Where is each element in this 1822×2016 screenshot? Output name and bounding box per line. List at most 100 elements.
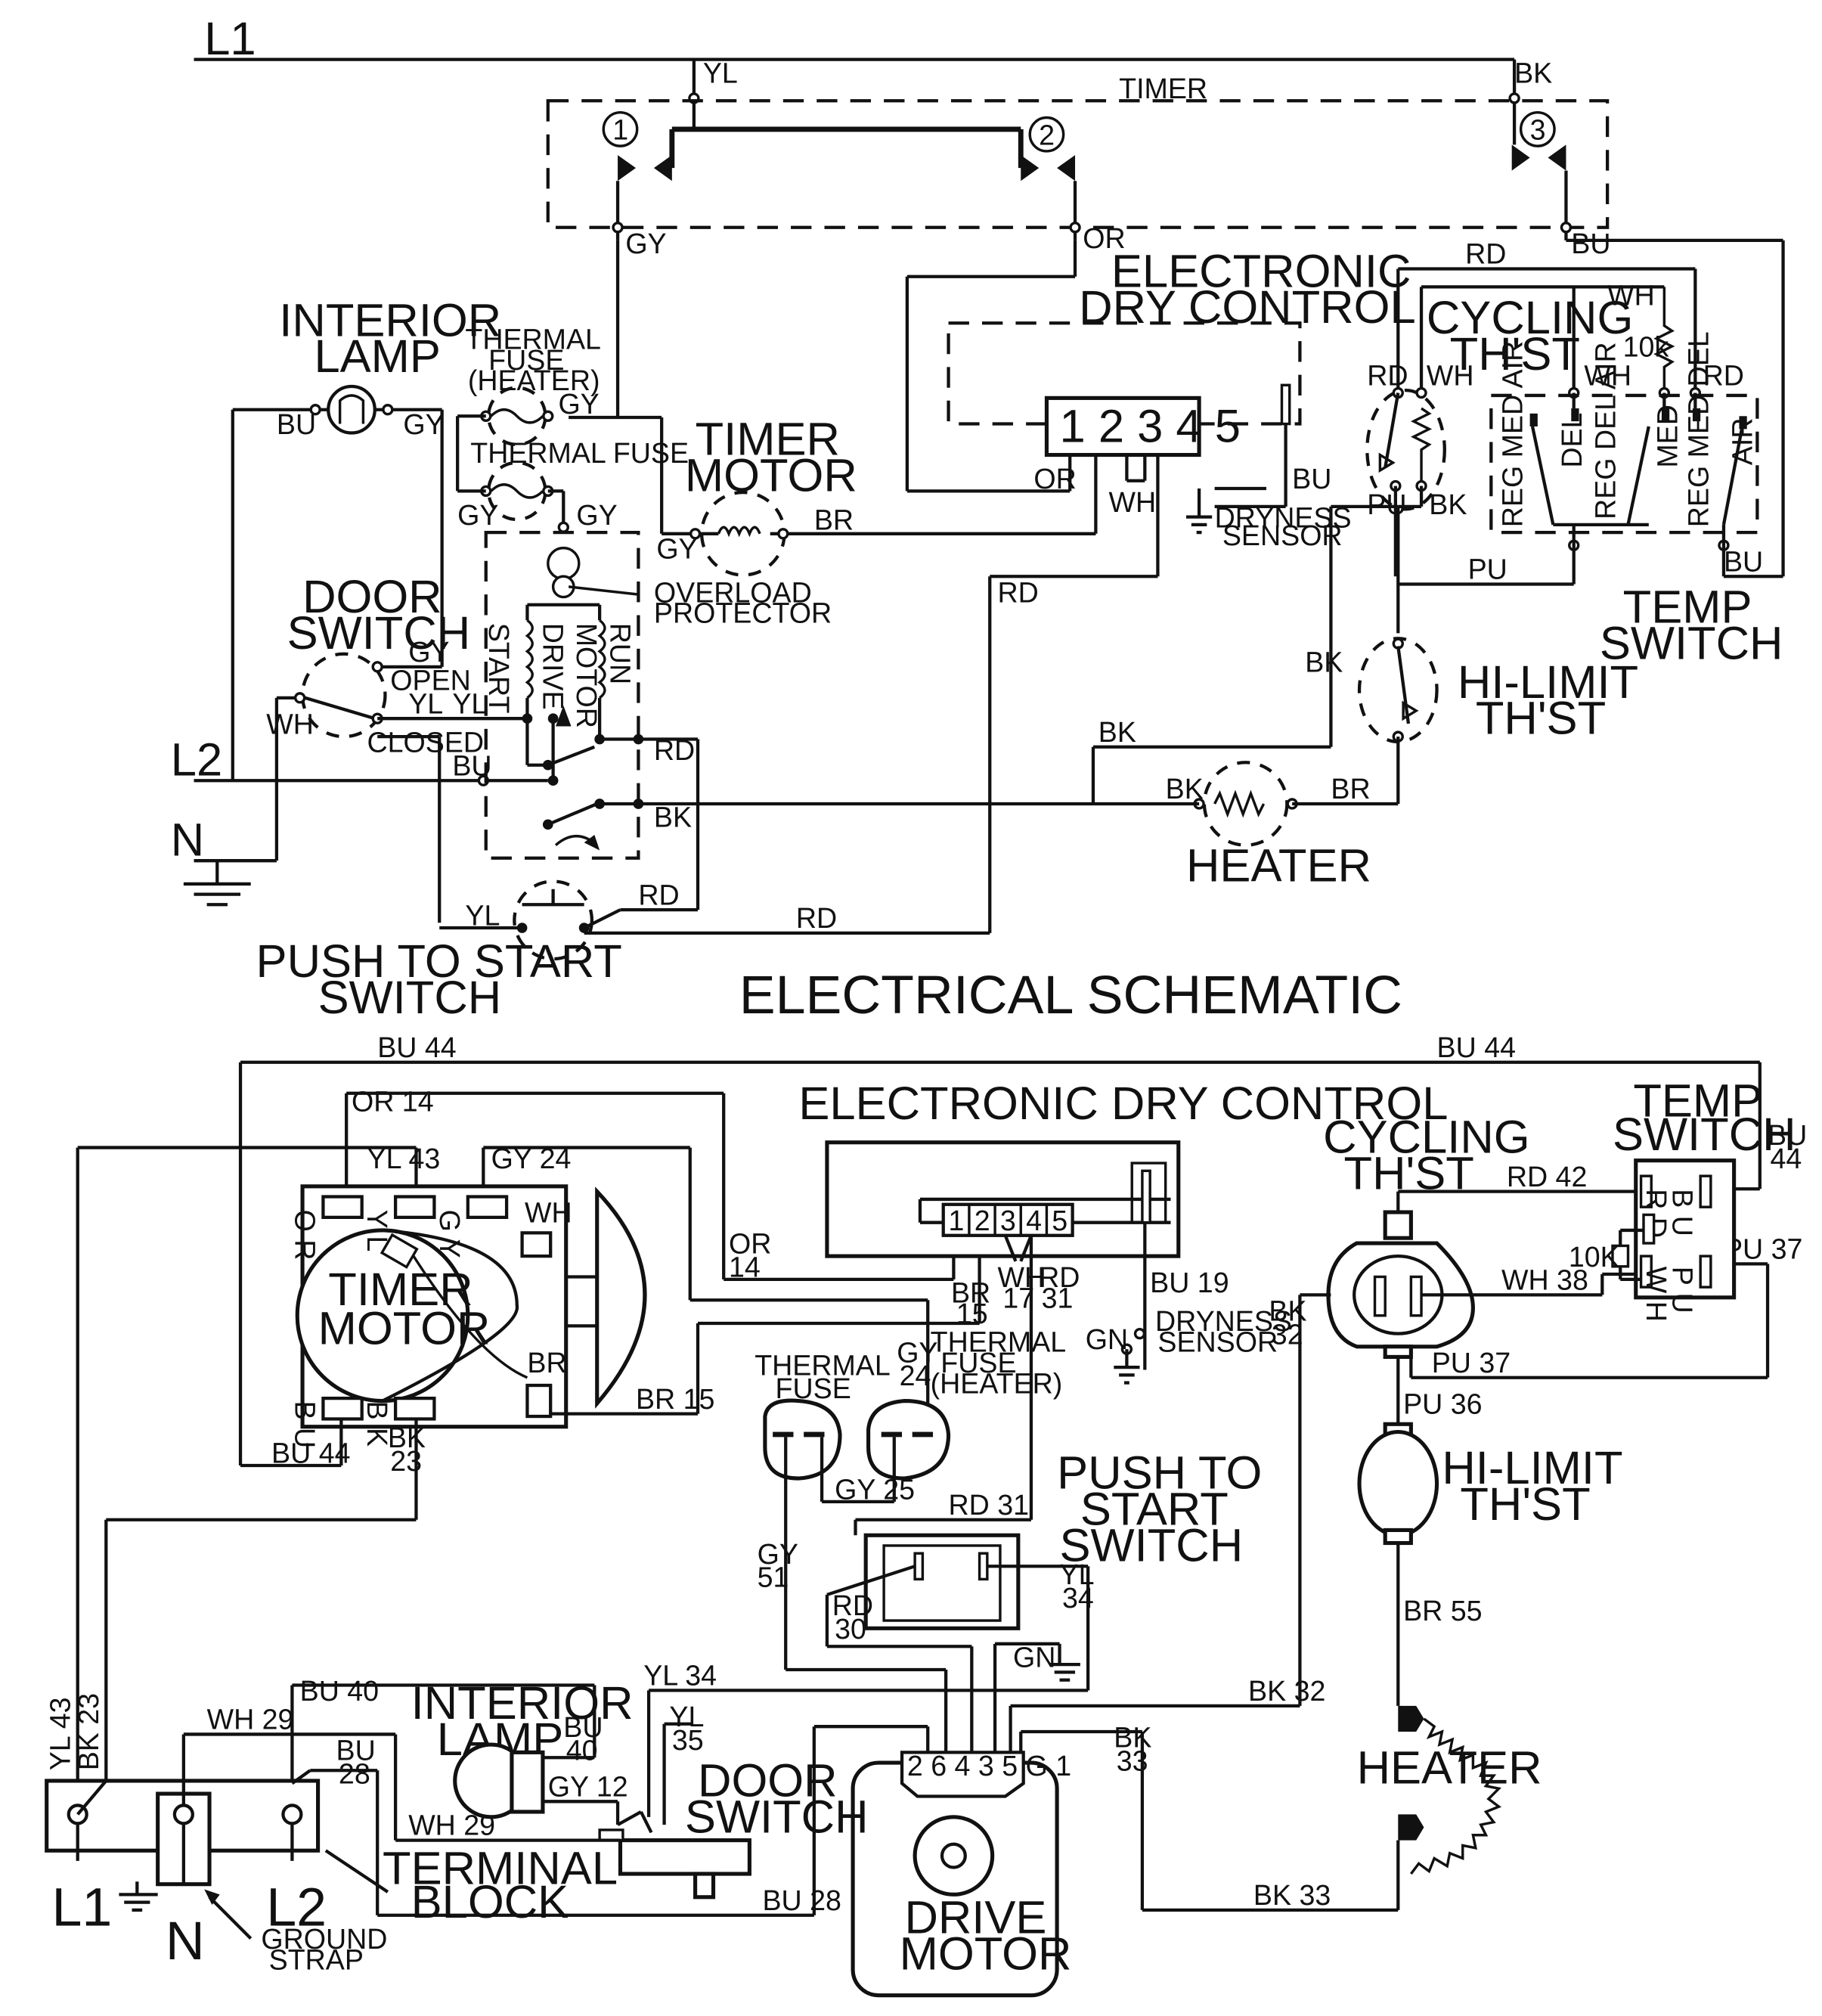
wire-or-edc: OR <box>1033 463 1076 495</box>
timer-contact-1 <box>602 110 639 147</box>
push-to-start-label-1: PUSH TO START <box>256 935 622 988</box>
svg-text:W H: W H <box>1641 1267 1672 1322</box>
n-label: N <box>171 814 204 866</box>
wire-br-heater: BR <box>1331 773 1370 805</box>
wire-rd31-s1: RD <box>1039 1261 1080 1293</box>
push-to-start-switch <box>513 879 594 961</box>
svg-text:1: 1 <box>949 1205 965 1236</box>
wire-pu37-b: PU 37 <box>1724 1233 1802 1265</box>
edc-label-2: DRY CONTROL <box>1079 281 1416 333</box>
tm-terminal-bu <box>321 1396 364 1421</box>
temp-switch-label-1: TEMP <box>1623 582 1752 634</box>
svg-text:2: 2 <box>975 1205 990 1236</box>
thermal-fuse-heater-label-1: THERMAL <box>465 323 601 355</box>
interior-lamp-label-2: LAMP <box>314 330 441 383</box>
wiring-tfh-label-3: (HEATER) <box>931 1367 1063 1399</box>
svg-text:5: 5 <box>1052 1205 1067 1236</box>
wire-bu44-c1: BU <box>1768 1119 1807 1151</box>
wire-yl34-s1: YL <box>1060 1559 1095 1590</box>
wiring-hl-label-1: HI-LIMIT <box>1442 1442 1622 1494</box>
resistor-10k-label: 10k <box>1623 331 1669 363</box>
wiring-temp-label-1: TEMP <box>1633 1075 1762 1127</box>
wire-gy25: GY 25 <box>835 1473 915 1505</box>
block-l2-label: L2 <box>266 1877 327 1937</box>
wire-or14-s1: OR <box>729 1228 771 1260</box>
temp-pos-air: AIR <box>1727 418 1758 466</box>
tm-terminal-gy <box>466 1195 509 1219</box>
wire-rd31-s2: 31 <box>1042 1282 1074 1314</box>
wire-bk-cyc: BK <box>1429 488 1467 520</box>
cycling-thst <box>1365 388 1446 511</box>
edc-label-1: ELECTRONIC <box>1111 245 1411 297</box>
wire-wh17-s1: WH <box>998 1261 1046 1293</box>
motor-run-label: RUN <box>604 623 636 684</box>
tm-terminal-yl <box>393 1195 436 1219</box>
overload-label-2: PROTECTOR <box>654 597 832 629</box>
wire-bk-hl2: BK <box>1098 716 1136 748</box>
timer-cam <box>595 1186 647 1409</box>
wiring-heater-label: HEATER <box>1357 1742 1542 1794</box>
wire-bk23-v: BK 23 <box>73 1693 104 1770</box>
wire-yl43: YL 43 <box>367 1143 441 1174</box>
wire-gy51-s1: GY <box>758 1538 798 1570</box>
timer-contact-2 <box>1028 116 1065 153</box>
wiring-drive-motor-label-1: DRIVE <box>904 1892 1046 1944</box>
wire-yl-l1: YL <box>703 57 738 88</box>
wiring-door-switch <box>618 1838 751 1876</box>
wire-wh-cyc3: WH <box>1584 359 1631 391</box>
svg-text:BR: BR <box>527 1347 566 1379</box>
wire-yl35-s1: YL <box>669 1701 704 1732</box>
timer-motor-label-2: MOTOR <box>685 449 857 501</box>
temp-pos-reg-med-del: REG MED DEL <box>1682 331 1714 527</box>
hi-limit-label-2: TH'ST <box>1476 693 1606 745</box>
svg-text:G Y: G Y <box>434 1210 466 1258</box>
dryness-sensor-label-1: DRYNESS <box>1215 501 1352 533</box>
wire-bu19: BU 19 <box>1150 1267 1229 1298</box>
temp-switch-label-2: SWITCH <box>1600 618 1783 670</box>
wire-bk32-s1: BK <box>1269 1295 1306 1327</box>
edc-box <box>947 321 1302 426</box>
wire-br15: BR 15 <box>636 1383 714 1415</box>
wire-rd-cyc2: RD <box>1367 359 1408 391</box>
heater-label: HEATER <box>1186 840 1371 892</box>
wiring-cyc-label-1: CYCLING <box>1323 1111 1529 1163</box>
wire-rd-pts: RD <box>638 879 679 910</box>
wiring-edc-connector <box>941 1202 1074 1237</box>
timer-label: TIMER <box>1119 73 1207 104</box>
block-l1-label: L1 <box>52 1877 113 1937</box>
svg-text:Y L: Y L <box>361 1210 393 1252</box>
door-switch <box>300 652 387 739</box>
wire-rd-pts2: RD <box>796 902 837 934</box>
wire-bu-lamp: BU <box>277 408 316 440</box>
wire-bu44-b: BU 44 <box>1437 1031 1516 1063</box>
temp-pos-reg-med-air: REG MED AIR <box>1496 341 1528 527</box>
temp-pos-reg-del-air: REG DEL AIR <box>1589 342 1621 520</box>
svg-text:2: 2 <box>1039 119 1055 150</box>
thermal-fuse-heater-label-3: (HEATER) <box>468 364 600 396</box>
wire-rd-cyc3: RD <box>1703 359 1744 391</box>
wire-yl-door2: YL <box>452 687 487 719</box>
wiring-timer-motor-label-2: MOTOR <box>318 1302 491 1354</box>
wiring-push-to-start <box>863 1533 1021 1630</box>
wire-bu44-a: BU 44 <box>377 1031 456 1063</box>
wire-gy-tf-right: GY <box>576 499 617 531</box>
motor-drive-label: DRIVE <box>538 623 569 710</box>
wiring-lamp-socket <box>510 1750 545 1814</box>
l1-label: L1 <box>204 13 256 65</box>
wiring-dryness-label-1: DRYNESS <box>1155 1305 1292 1337</box>
terminal-block-label-1: TERMINAL <box>383 1843 618 1895</box>
door-closed-label: CLOSED <box>367 727 485 758</box>
temp-pos-del: DEL <box>1556 413 1588 468</box>
wire-gy-tf-left: GY <box>457 499 498 531</box>
wire-wh-edc: WH <box>1108 486 1156 518</box>
wire-gy-lamp: GY <box>403 408 444 440</box>
wire-bu40-s1: BU <box>563 1711 603 1743</box>
wire-bu-timer: BU <box>1571 228 1610 259</box>
wire-bk-motor: BK <box>654 802 692 833</box>
wiring-hl-label-2: TH'ST <box>1460 1478 1590 1531</box>
interior-lamp-bulb <box>327 384 376 435</box>
wire-pu37-a: PU 37 <box>1432 1347 1511 1379</box>
thermal-fuse-heater-label-2: FUSE <box>488 344 564 376</box>
wire-bu28: BU 28 <box>762 1884 841 1916</box>
